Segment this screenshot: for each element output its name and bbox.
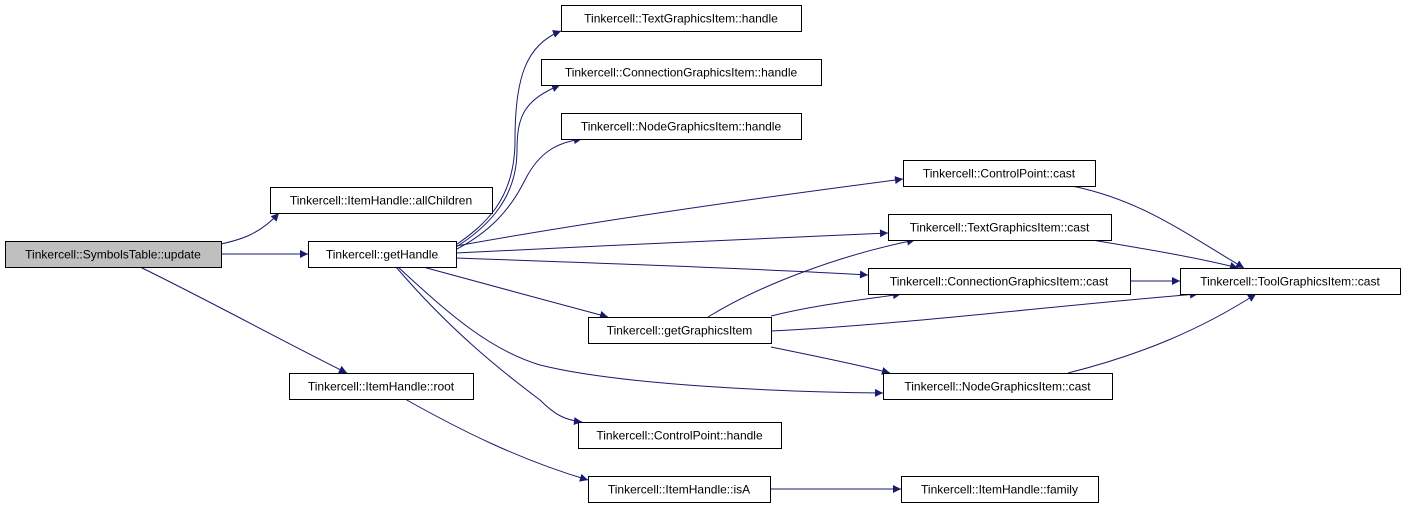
- edge-gethandle-to-cp-handle: [395, 266, 583, 426]
- node-gethandle[interactable]: Tinkercell::getHandle: [308, 241, 457, 268]
- node-label: Tinkercell::ItemHandle::isA: [608, 483, 750, 497]
- node-label: Tinkercell::ControlPoint::handle: [596, 429, 763, 443]
- node-label: Tinkercell::getHandle: [326, 248, 439, 262]
- edge-layer: [139, 30, 1257, 493]
- node-allchildren[interactable]: Tinkercell::ItemHandle::allChildren: [270, 187, 493, 214]
- node-tool-cast[interactable]: Tinkercell::ToolGraphicsItem::cast: [1180, 268, 1401, 295]
- node-label: Tinkercell::ConnectionGraphicsItem::cast: [890, 275, 1109, 289]
- edge-gethandle-to-conn-cast: [455, 257, 869, 279]
- node-box: [888, 214, 1112, 241]
- node-cp-handle[interactable]: Tinkercell::ControlPoint::handle: [578, 422, 782, 449]
- node-box: [5, 241, 222, 268]
- node-label: Tinkercell::NodeGraphicsItem::handle: [581, 120, 782, 134]
- node-label: Tinkercell::SymbolsTable::update: [25, 248, 201, 262]
- edge-gethandle-to-text-handle: [452, 30, 562, 248]
- node-label: Tinkercell::TextGraphicsItem::handle: [584, 12, 778, 26]
- node-node-handle[interactable]: Tinkercell::NodeGraphicsItem::handle: [561, 113, 802, 140]
- node-box: [901, 476, 1099, 503]
- node-label: Tinkercell::NodeGraphicsItem::cast: [904, 380, 1091, 394]
- node-cp-cast[interactable]: Tinkercell::ControlPoint::cast: [903, 160, 1096, 187]
- edge-root-to-isa: [404, 398, 589, 482]
- node-isa[interactable]: Tinkercell::ItemHandle::isA: [588, 476, 771, 503]
- node-box: [308, 241, 457, 268]
- node-family[interactable]: Tinkercell::ItemHandle::family: [901, 476, 1099, 503]
- node-box: [270, 187, 493, 214]
- edge-text-cast-to-tool-cast: [1091, 239, 1239, 270]
- node-box: [561, 5, 802, 32]
- node-box: [588, 317, 772, 344]
- edge-gethandle-to-node-cast: [397, 266, 884, 397]
- edge-gethandle-to-getgraphicsitem: [422, 266, 609, 319]
- node-label: Tinkercell::ConnectionGraphicsItem::hand…: [565, 66, 798, 80]
- node-node-cast[interactable]: Tinkercell::NodeGraphicsItem::cast: [883, 373, 1113, 400]
- node-label: Tinkercell::ItemHandle::family: [921, 483, 1078, 497]
- edge-cp-cast-to-tool-cast: [1071, 185, 1245, 269]
- node-root[interactable]: Tinkercell::ItemHandle::root: [289, 373, 474, 400]
- node-label: Tinkercell::ItemHandle::root: [308, 380, 455, 394]
- edge-getgraphicsitem-to-node-cast: [770, 346, 891, 375]
- node-box: [1180, 268, 1401, 295]
- node-label: Tinkercell::getGraphicsItem: [607, 324, 753, 338]
- node-box: [541, 59, 822, 86]
- edge-symbols-update-to-root: [139, 266, 348, 374]
- node-label: Tinkercell::ItemHandle::allChildren: [290, 194, 472, 208]
- edge-node-cast-to-tool-cast: [1067, 293, 1257, 374]
- edge-gethandle-to-cp-cast: [455, 176, 904, 247]
- node-text-handle[interactable]: Tinkercell::TextGraphicsItem::handle: [561, 5, 802, 32]
- node-box: [883, 373, 1113, 400]
- node-box: [578, 422, 782, 449]
- node-symbols-update[interactable]: Tinkercell::SymbolsTable::update: [5, 241, 222, 268]
- node-conn-cast[interactable]: Tinkercell::ConnectionGraphicsItem::cast: [868, 268, 1131, 295]
- node-text-cast[interactable]: Tinkercell::TextGraphicsItem::cast: [888, 214, 1112, 241]
- node-conn-handle[interactable]: Tinkercell::ConnectionGraphicsItem::hand…: [541, 59, 822, 86]
- edge-gethandle-to-node-handle: [454, 136, 583, 251]
- edge-getgraphicsitem-to-conn-cast: [770, 291, 902, 317]
- edge-getgraphicsitem-to-tool-cast: [770, 290, 1199, 332]
- node-box: [868, 268, 1131, 295]
- node-label: Tinkercell::ToolGraphicsItem::cast: [1200, 275, 1380, 289]
- node-box: [588, 476, 771, 503]
- edge-symbols-update-to-allchildren: [220, 212, 280, 245]
- node-layer: Tinkercell::SymbolsTable::updateTinkerce…: [5, 5, 1401, 503]
- node-box: [903, 160, 1096, 187]
- node-label: Tinkercell::TextGraphicsItem::cast: [910, 221, 1090, 235]
- node-label: Tinkercell::ControlPoint::cast: [923, 167, 1076, 181]
- edge-gethandle-to-conn-handle: [452, 84, 561, 250]
- node-getgraphicsitem[interactable]: Tinkercell::getGraphicsItem: [588, 317, 772, 344]
- node-box: [289, 373, 474, 400]
- node-box: [561, 113, 802, 140]
- edge-getgraphicsitem-to-text-cast: [707, 237, 916, 318]
- edge-gethandle-to-text-cast: [455, 229, 889, 254]
